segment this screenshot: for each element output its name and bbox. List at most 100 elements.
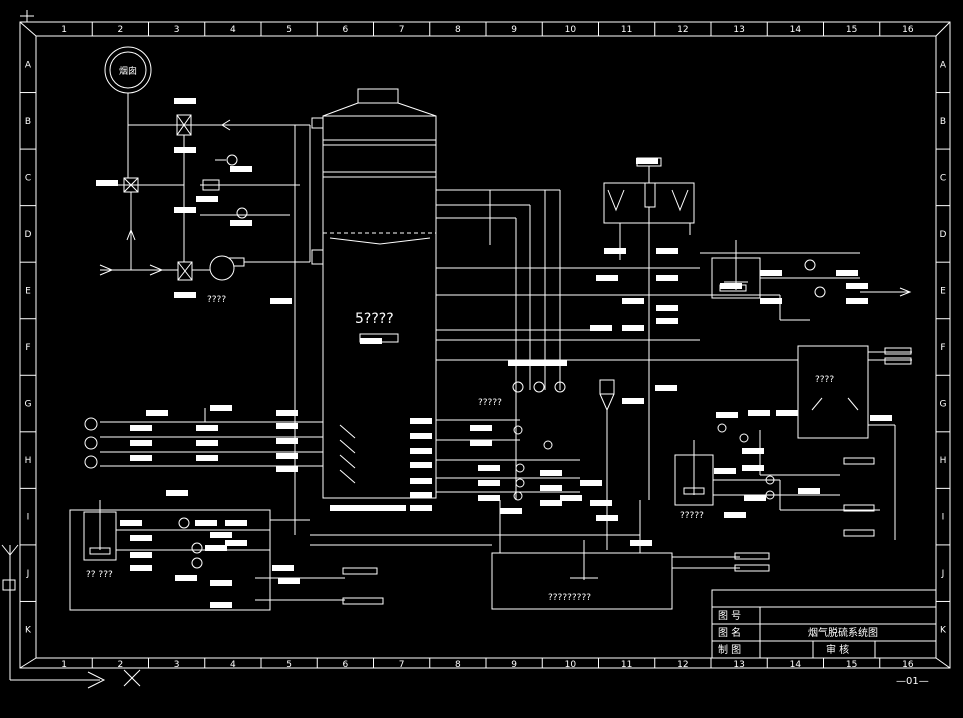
- instrument-tag: [196, 196, 218, 202]
- column-number-bottom: 9: [511, 660, 517, 670]
- instrument-tag: [130, 455, 152, 461]
- instrument-tag: [560, 495, 582, 501]
- row-letter-right: C: [940, 173, 946, 183]
- instrument-tag: [655, 385, 677, 391]
- small-tank-label: ?????: [680, 511, 704, 521]
- row-letter-left: H: [25, 456, 32, 466]
- right-tank: ????: [736, 345, 912, 540]
- row-letter-left: G: [25, 400, 32, 410]
- frame-tick-br: [935, 657, 951, 669]
- instrument-tag: [130, 425, 152, 431]
- row-letter-right: K: [940, 626, 947, 636]
- instrument-tag: [120, 520, 142, 526]
- instrument-tag: [714, 468, 736, 474]
- instrument-tag: [362, 505, 384, 511]
- instrument-tag: [478, 495, 500, 501]
- instrument-tag: [130, 565, 152, 571]
- instrument-tag: [276, 466, 298, 472]
- instrument-tag: [210, 602, 232, 608]
- instrument-tag: [195, 520, 217, 526]
- drawing-name-label: 图 名: [718, 626, 741, 639]
- left-slurry-area: ?? ???: [69, 500, 384, 611]
- instrument-tag: [590, 325, 612, 331]
- slurry-preparation-tank: [700, 240, 912, 321]
- column-number-top: 10: [565, 25, 577, 35]
- instrument-tag: [410, 433, 432, 439]
- column-number-top: 7: [399, 25, 405, 35]
- row-letter-right: B: [940, 117, 946, 127]
- instrument-tag: [410, 478, 432, 484]
- small-cyclone: [599, 379, 615, 550]
- instrument-tag: [470, 440, 492, 446]
- absorber-label: 5????: [355, 311, 394, 327]
- instrument-tag: [622, 325, 644, 331]
- tower-pumps: ?????: [436, 398, 775, 501]
- column-number-bottom: 16: [902, 660, 914, 670]
- instrument-tag: [478, 480, 500, 486]
- column-number-bottom: 7: [399, 660, 405, 670]
- instrument-tag: [196, 455, 218, 461]
- instrument-tag: [656, 275, 678, 281]
- instrument-tag: [776, 410, 798, 416]
- instrument-tag: [278, 578, 300, 584]
- instrument-tag: [225, 520, 247, 526]
- instrument-tag: [724, 512, 746, 518]
- instrument-tag: [748, 410, 770, 416]
- instrument-tag: [760, 270, 782, 276]
- spray-inlets: [84, 125, 356, 535]
- instrument-tag: [96, 180, 118, 186]
- row-letter-left: I: [27, 513, 30, 523]
- instrument-tag: [174, 147, 196, 153]
- instrument-tag: [846, 298, 868, 304]
- instrument-tag: [230, 166, 252, 172]
- instrument-tag: [345, 505, 367, 511]
- instrument-tag: [716, 412, 738, 418]
- row-letter-right: D: [940, 230, 947, 240]
- instrument-tag: [744, 495, 766, 501]
- column-number-top: 4: [230, 25, 236, 35]
- row-letter-right: J: [941, 569, 945, 579]
- column-number-top: 5: [286, 25, 292, 35]
- sheet-number: —01—: [896, 676, 929, 687]
- instrument-tag: [230, 220, 252, 226]
- instrument-tag: [630, 540, 652, 546]
- instrument-tag: [270, 298, 292, 304]
- ucs-icon: [1, 544, 141, 689]
- inner-frame: [35, 35, 937, 659]
- drawing-name-value: 烟气脱硫系统图: [808, 626, 878, 639]
- instrument-tag: [545, 360, 567, 366]
- column-number-bottom: 8: [455, 660, 461, 670]
- instrument-tag: [205, 545, 227, 551]
- small-tank: ?????: [674, 440, 880, 537]
- frame-tick-bl: [19, 657, 37, 669]
- instrument-tag: [174, 292, 196, 298]
- row-letter-right: I: [942, 513, 945, 523]
- instrument-tag: [760, 298, 782, 304]
- instrument-tag: [622, 398, 644, 404]
- instrument-tag: [836, 270, 858, 276]
- instrument-tag: [470, 425, 492, 431]
- row-letter-left: A: [25, 60, 32, 70]
- instrument-tag: [175, 575, 197, 581]
- column-number-top: 11: [621, 25, 632, 35]
- column-number-top: 14: [790, 25, 802, 35]
- instrument-tag: [580, 480, 602, 486]
- bottom-tank: ?????????: [310, 500, 770, 610]
- instrument-tag: [196, 425, 218, 431]
- left-tank-label: ?? ???: [86, 570, 113, 580]
- instrument-tags: [96, 98, 892, 608]
- column-number-bottom: 10: [565, 660, 577, 670]
- instrument-tag: [210, 405, 232, 411]
- recirculation-lines: [436, 189, 780, 500]
- instrument-tag: [410, 462, 432, 468]
- instrument-tag: [720, 283, 742, 289]
- right-tank-label: ????: [815, 375, 834, 385]
- instrument-tag: [596, 515, 618, 521]
- instrument-tag: [540, 485, 562, 491]
- outer-frame: [19, 21, 951, 669]
- instrument-tag: [276, 423, 298, 429]
- instrument-tag: [276, 410, 298, 416]
- row-letter-right: H: [940, 456, 947, 466]
- mid-note-label: ?????: [478, 398, 502, 408]
